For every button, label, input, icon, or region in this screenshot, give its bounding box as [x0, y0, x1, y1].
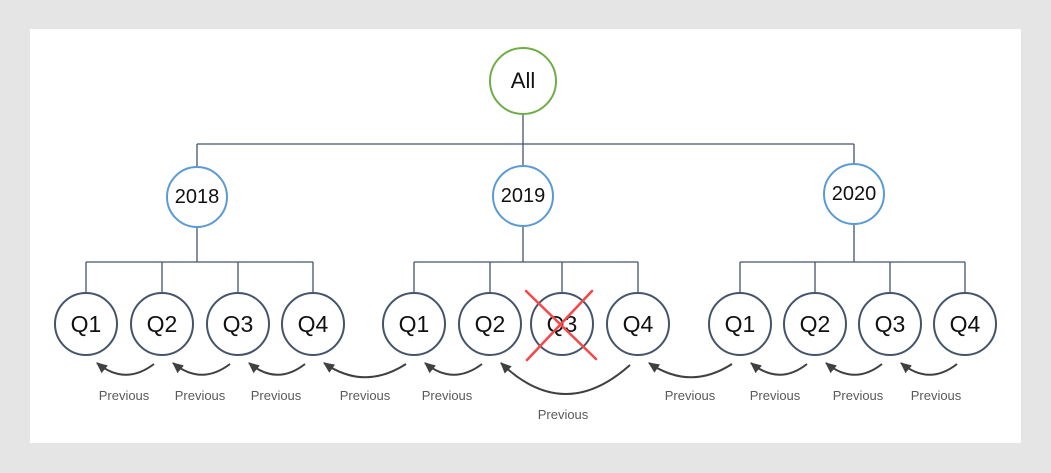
node-year-2019-label: 2019: [500, 184, 546, 207]
node-2020-q4-label: Q4: [949, 310, 981, 337]
node-2018-q3: Q3: [206, 292, 270, 356]
node-2018-q1: Q1: [54, 292, 118, 356]
node-year-2018-label: 2018: [174, 185, 220, 208]
node-2018-q3-label: Q3: [222, 310, 254, 337]
node-2019-q3-crossed-out: Q3: [530, 292, 594, 356]
node-2018-q2: Q2: [130, 292, 194, 356]
node-2019-q2: Q2: [458, 292, 522, 356]
node-2018-q1-label: Q1: [70, 310, 102, 337]
node-2018-q2-label: Q2: [146, 310, 178, 337]
node-2019-q1: Q1: [382, 292, 446, 356]
previous-label: Previous: [174, 388, 226, 403]
previous-label: Previous: [250, 388, 302, 403]
previous-label: Previous: [910, 388, 962, 403]
previous-label: Previous: [421, 388, 473, 403]
node-year-2020-label: 2020: [831, 182, 877, 205]
previous-label-skip-arrow: Previous: [537, 407, 589, 422]
node-2020-q2: Q2: [783, 292, 847, 356]
node-2019-q4-label: Q4: [622, 310, 654, 337]
node-2020-q1-label: Q1: [724, 310, 756, 337]
node-all: All: [489, 47, 557, 115]
node-2020-q3-label: Q3: [874, 310, 906, 337]
node-2019-q2-label: Q2: [474, 310, 506, 337]
node-2019-q1-label: Q1: [398, 310, 430, 337]
previous-label: Previous: [339, 388, 391, 403]
node-2018-q4-label: Q4: [297, 310, 329, 337]
previous-label: Previous: [98, 388, 150, 403]
previous-label: Previous: [664, 388, 716, 403]
node-2020-q1: Q1: [708, 292, 772, 356]
previous-label: Previous: [749, 388, 801, 403]
node-year-2020: 2020: [823, 163, 885, 225]
node-2020-q4: Q4: [933, 292, 997, 356]
node-2018-q4: Q4: [281, 292, 345, 356]
node-2020-q3: Q3: [858, 292, 922, 356]
node-year-2019: 2019: [492, 165, 554, 227]
node-2020-q2-label: Q2: [799, 310, 831, 337]
node-2019-q3-label: Q3: [546, 310, 578, 337]
previous-label: Previous: [832, 388, 884, 403]
node-2019-q4: Q4: [606, 292, 670, 356]
node-year-2018: 2018: [166, 166, 228, 228]
node-all-label: All: [510, 68, 536, 93]
